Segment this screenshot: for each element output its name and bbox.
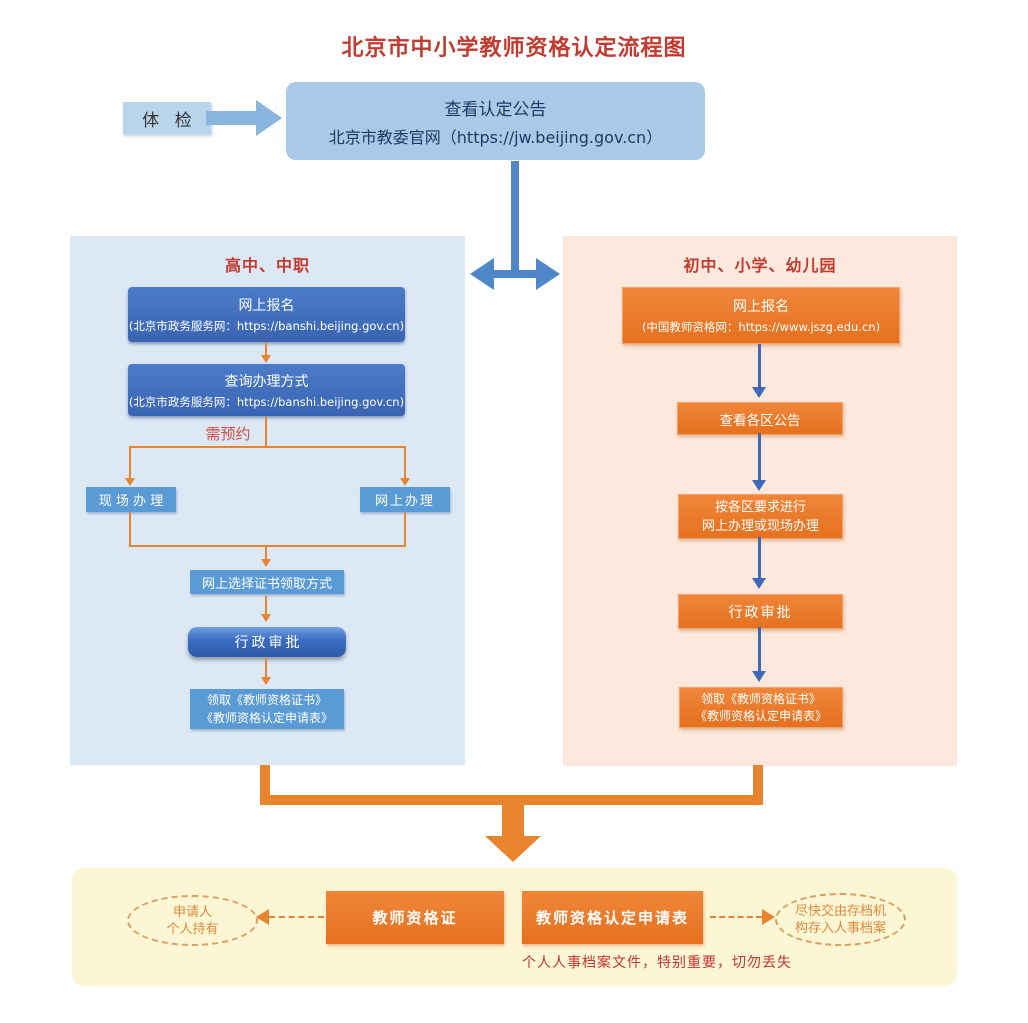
flow-line xyxy=(265,658,267,677)
right-panel-header: 初中、小学、幼儿园 xyxy=(683,256,837,275)
arrow-right-icon xyxy=(256,100,282,136)
arrow-down-icon xyxy=(261,614,271,622)
left-online-box: 网上办理 xyxy=(360,487,450,512)
left-query-box: 查询办理方式 (北京市政务服务网：https://banshi.beijing.… xyxy=(128,364,405,416)
announcement-line1: 查看认定公告 xyxy=(444,99,547,120)
left-onsite-box: 现 场 办 理 xyxy=(86,487,176,512)
box-line: 查询办理方式 xyxy=(224,373,309,390)
application-form-box: 教师资格认定申请表 xyxy=(522,891,703,944)
box-line: 领取《教师资格证书》 xyxy=(206,693,327,707)
flow-line xyxy=(758,344,761,387)
flow-line xyxy=(404,512,406,546)
arrow-down-icon xyxy=(752,578,766,589)
appointment-note: 需预约 xyxy=(205,425,251,443)
holder-ellipse: 申请人 个人持有 xyxy=(127,895,258,946)
arrow-down-icon xyxy=(261,559,271,567)
box-line: (北京市政务服务网：https://banshi.beijing.gov.cn) xyxy=(128,394,405,409)
box-line: 《教师资格认定申请表》 xyxy=(694,708,827,723)
flow-line xyxy=(129,446,406,448)
arrow-right-icon xyxy=(206,111,256,125)
ellipse-line: 尽快交由存档机 xyxy=(794,903,886,919)
converge-line xyxy=(260,795,763,805)
arrow-down-icon xyxy=(752,480,766,491)
double-arrow-shaft xyxy=(490,270,540,278)
converge-line xyxy=(753,765,763,805)
connector-vertical xyxy=(511,161,519,271)
arrow-right-icon xyxy=(536,258,560,290)
box-line: 网上办理或现场办理 xyxy=(701,518,819,534)
flow-line xyxy=(758,537,761,578)
right-approval-box: 行政审批 xyxy=(678,594,843,629)
archive-ellipse: 尽快交由存档机 构存入人事档案 xyxy=(775,893,906,946)
announcement-box: 查看认定公告 北京市教委官网（https://jw.beijing.gov.cn… xyxy=(286,82,705,160)
flow-line xyxy=(129,512,131,546)
dashed-line xyxy=(710,916,762,918)
right-receive-box: 领取《教师资格证书》 《教师资格认定申请表》 xyxy=(679,687,843,728)
left-choose-delivery-box: 网上选择证书领取方式 xyxy=(190,570,344,594)
converge-line xyxy=(260,765,270,805)
arrow-down-icon xyxy=(752,671,766,682)
warning-text: 个人人事档案文件，特别重要，切勿丢失 xyxy=(522,955,792,971)
flow-line xyxy=(404,446,406,478)
arrow-down-icon xyxy=(261,355,271,363)
ellipse-line: 构存入人事档案 xyxy=(794,920,886,936)
arrow-left-icon xyxy=(470,258,494,290)
box-line: 网上报名 xyxy=(733,299,789,315)
flow-line xyxy=(129,446,131,478)
box-line: 网上报名 xyxy=(238,298,295,314)
big-arrow-shaft xyxy=(502,805,524,836)
flow-line xyxy=(265,342,267,355)
flow-line xyxy=(129,545,406,547)
physical-exam-box: 体 检 xyxy=(123,102,211,134)
arrow-down-icon xyxy=(125,478,135,486)
ellipse-line: 申请人 xyxy=(172,904,212,920)
box-line: (北京市政务服务网：https://banshi.beijing.gov.cn) xyxy=(128,319,405,333)
announcement-line2: 北京市教委官网（https://jw.beijing.gov.cn） xyxy=(328,127,663,147)
box-line: 按各区要求进行 xyxy=(714,499,806,515)
left-panel-header: 高中、中职 xyxy=(224,256,310,275)
arrow-down-icon xyxy=(400,478,410,486)
box-line: 《教师资格认定申请表》 xyxy=(200,711,333,725)
flow-line xyxy=(758,627,761,671)
right-register-box: 网上报名 (中国教师资格网：https://www.jszg.edu.cn) xyxy=(622,287,900,344)
left-receive-box: 领取《教师资格证书》 《教师资格认定申请表》 xyxy=(190,689,344,729)
flow-line xyxy=(265,416,267,447)
left-approval-box: 行政审批 xyxy=(188,627,346,657)
arrow-down-icon xyxy=(261,677,271,685)
box-line: (中国教师资格网：https://www.jszg.edu.cn) xyxy=(641,320,881,334)
page-title: 北京市中小学教师资格认定流程图 xyxy=(341,36,687,61)
box-line: 领取《教师资格证书》 xyxy=(700,691,821,706)
certificate-box: 教师资格证 xyxy=(326,891,504,944)
right-district-notice-box: 查看各区公告 xyxy=(677,402,843,435)
dashed-line xyxy=(269,916,324,918)
flow-line xyxy=(265,596,267,614)
ellipse-line: 个人持有 xyxy=(166,921,219,937)
flow-line xyxy=(265,546,267,559)
left-register-box: 网上报名 (北京市政务服务网：https://banshi.beijing.go… xyxy=(128,287,405,342)
arrow-down-icon xyxy=(752,387,766,398)
big-arrow-down-icon xyxy=(485,836,541,862)
dashed-arrow-right-icon xyxy=(762,909,775,925)
flow-line xyxy=(758,433,761,480)
dashed-arrow-left-icon xyxy=(256,909,269,925)
right-district-process-box: 按各区要求进行 网上办理或现场办理 xyxy=(678,494,843,539)
